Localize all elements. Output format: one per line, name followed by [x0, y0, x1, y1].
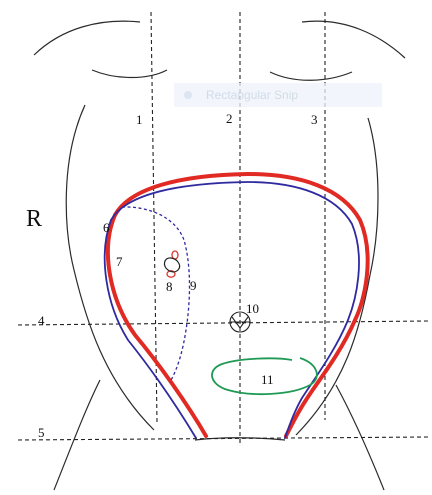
blue-boundary: [105, 182, 359, 438]
number-11: 11: [261, 372, 274, 387]
left-clavicle-line: [34, 21, 140, 55]
snip-icon: [184, 91, 192, 99]
right-clavicle-line: [302, 21, 405, 58]
guide-lines: [18, 12, 428, 444]
side-marker-r: R: [26, 206, 42, 232]
number-6: 6: [103, 220, 110, 235]
snip-label: Rectangular Snip: [206, 88, 298, 102]
horizontal-line-label-5: 5: [38, 425, 45, 440]
vertical-line-label-1: 1: [136, 112, 143, 127]
vertical-line-label-2: 2: [226, 111, 233, 126]
vertical-line-label-3: 3: [311, 112, 318, 127]
red-boundary: [108, 174, 368, 436]
horizontal-line-label-4: 4: [38, 313, 45, 328]
horizontal-line-4: [18, 321, 428, 325]
number-10: 10: [246, 301, 259, 316]
number-9: 9: [190, 278, 197, 293]
right-chest-curve: [270, 72, 352, 80]
stone-outline: [164, 258, 179, 272]
left-leg-contour: [54, 380, 100, 490]
number-7: 7: [116, 254, 123, 269]
left-chest-curve: [92, 70, 167, 78]
red-marks: [167, 251, 178, 277]
rectangular-snip-overlay: Rectangular Snip: [174, 83, 382, 107]
number-8: 8: [166, 279, 173, 294]
